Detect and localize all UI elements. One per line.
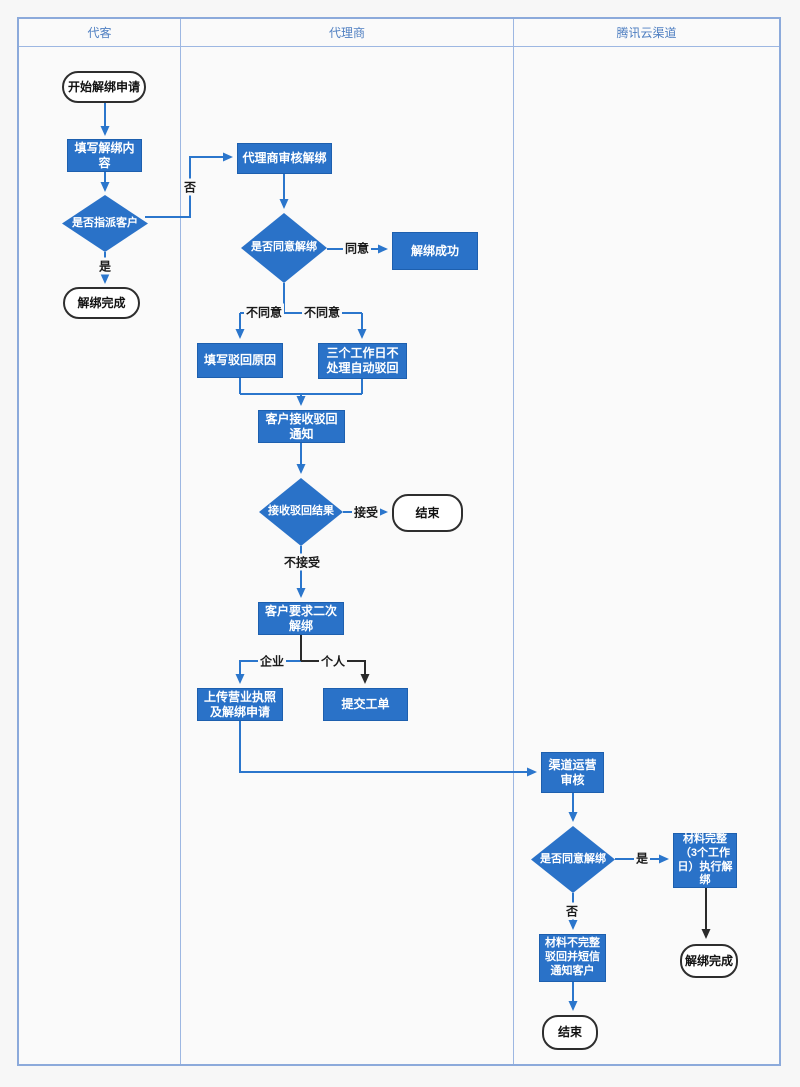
edge-label-disagree-left: 不同意 bbox=[243, 303, 285, 321]
swimlane-pool: 代客 代理商 腾讯云渠道 bbox=[17, 17, 781, 1066]
edge-label-disagree-right: 不同意 bbox=[301, 303, 343, 321]
node-unbind-done-customer: 解绑完成 bbox=[63, 287, 140, 319]
node-material-complete-execute: 材料完整（3个工作日）执行解绑 bbox=[673, 833, 737, 888]
edge-label-accept: 接受 bbox=[351, 503, 381, 521]
node-end-agent-lane: 结束 bbox=[392, 494, 463, 532]
node-fill-reject-reason: 填写驳回原因 bbox=[197, 343, 283, 378]
edge-label-no-assign: 否 bbox=[181, 178, 199, 196]
node-end-channel-lane: 结束 bbox=[542, 1015, 598, 1050]
node-upload-business-license: 上传营业执照及解绑申请 bbox=[197, 688, 283, 721]
node-customer-receive-reject-notice: 客户接收驳回通知 bbox=[258, 410, 345, 443]
node-channel-operation-review: 渠道运营审核 bbox=[541, 752, 604, 793]
node-auto-reject-3-days: 三个工作日不处理自动驳回 bbox=[318, 343, 407, 379]
node-customer-second-unbind: 客户要求二次解绑 bbox=[258, 602, 344, 635]
edge-label-not-accept: 不接受 bbox=[281, 553, 323, 571]
node-material-incomplete-reject: 材料不完整驳回并短信通知客户 bbox=[539, 934, 606, 982]
lane-divider bbox=[513, 47, 514, 1064]
lane-header-tencent-channel: 腾讯云渠道 bbox=[616, 26, 677, 40]
node-fill-unbind-content: 填写解绑内容 bbox=[67, 139, 142, 172]
lane-header-agent: 代理商 bbox=[181, 19, 514, 46]
swimlane-header-row: 代客 代理商 腾讯云渠道 bbox=[19, 19, 779, 47]
edge-label-enterprise: 企业 bbox=[257, 652, 287, 670]
node-start-unbind-request: 开始解绑申请 bbox=[62, 71, 146, 103]
edge-label-no-channel: 否 bbox=[563, 902, 581, 920]
edge-label-personal: 个人 bbox=[318, 652, 348, 670]
lane-header-customer: 代客 bbox=[19, 19, 181, 46]
lane-divider bbox=[180, 47, 181, 1064]
edge-label-agree: 同意 bbox=[342, 239, 372, 257]
edge-label-yes-assign: 是 bbox=[96, 257, 114, 275]
edge-label-yes-channel: 是 bbox=[633, 849, 651, 867]
node-unbind-success: 解绑成功 bbox=[392, 232, 478, 270]
node-submit-ticket: 提交工单 bbox=[323, 688, 408, 721]
node-unbind-done-channel: 解绑完成 bbox=[680, 944, 738, 978]
node-agent-review-unbind: 代理商审核解绑 bbox=[237, 143, 332, 174]
